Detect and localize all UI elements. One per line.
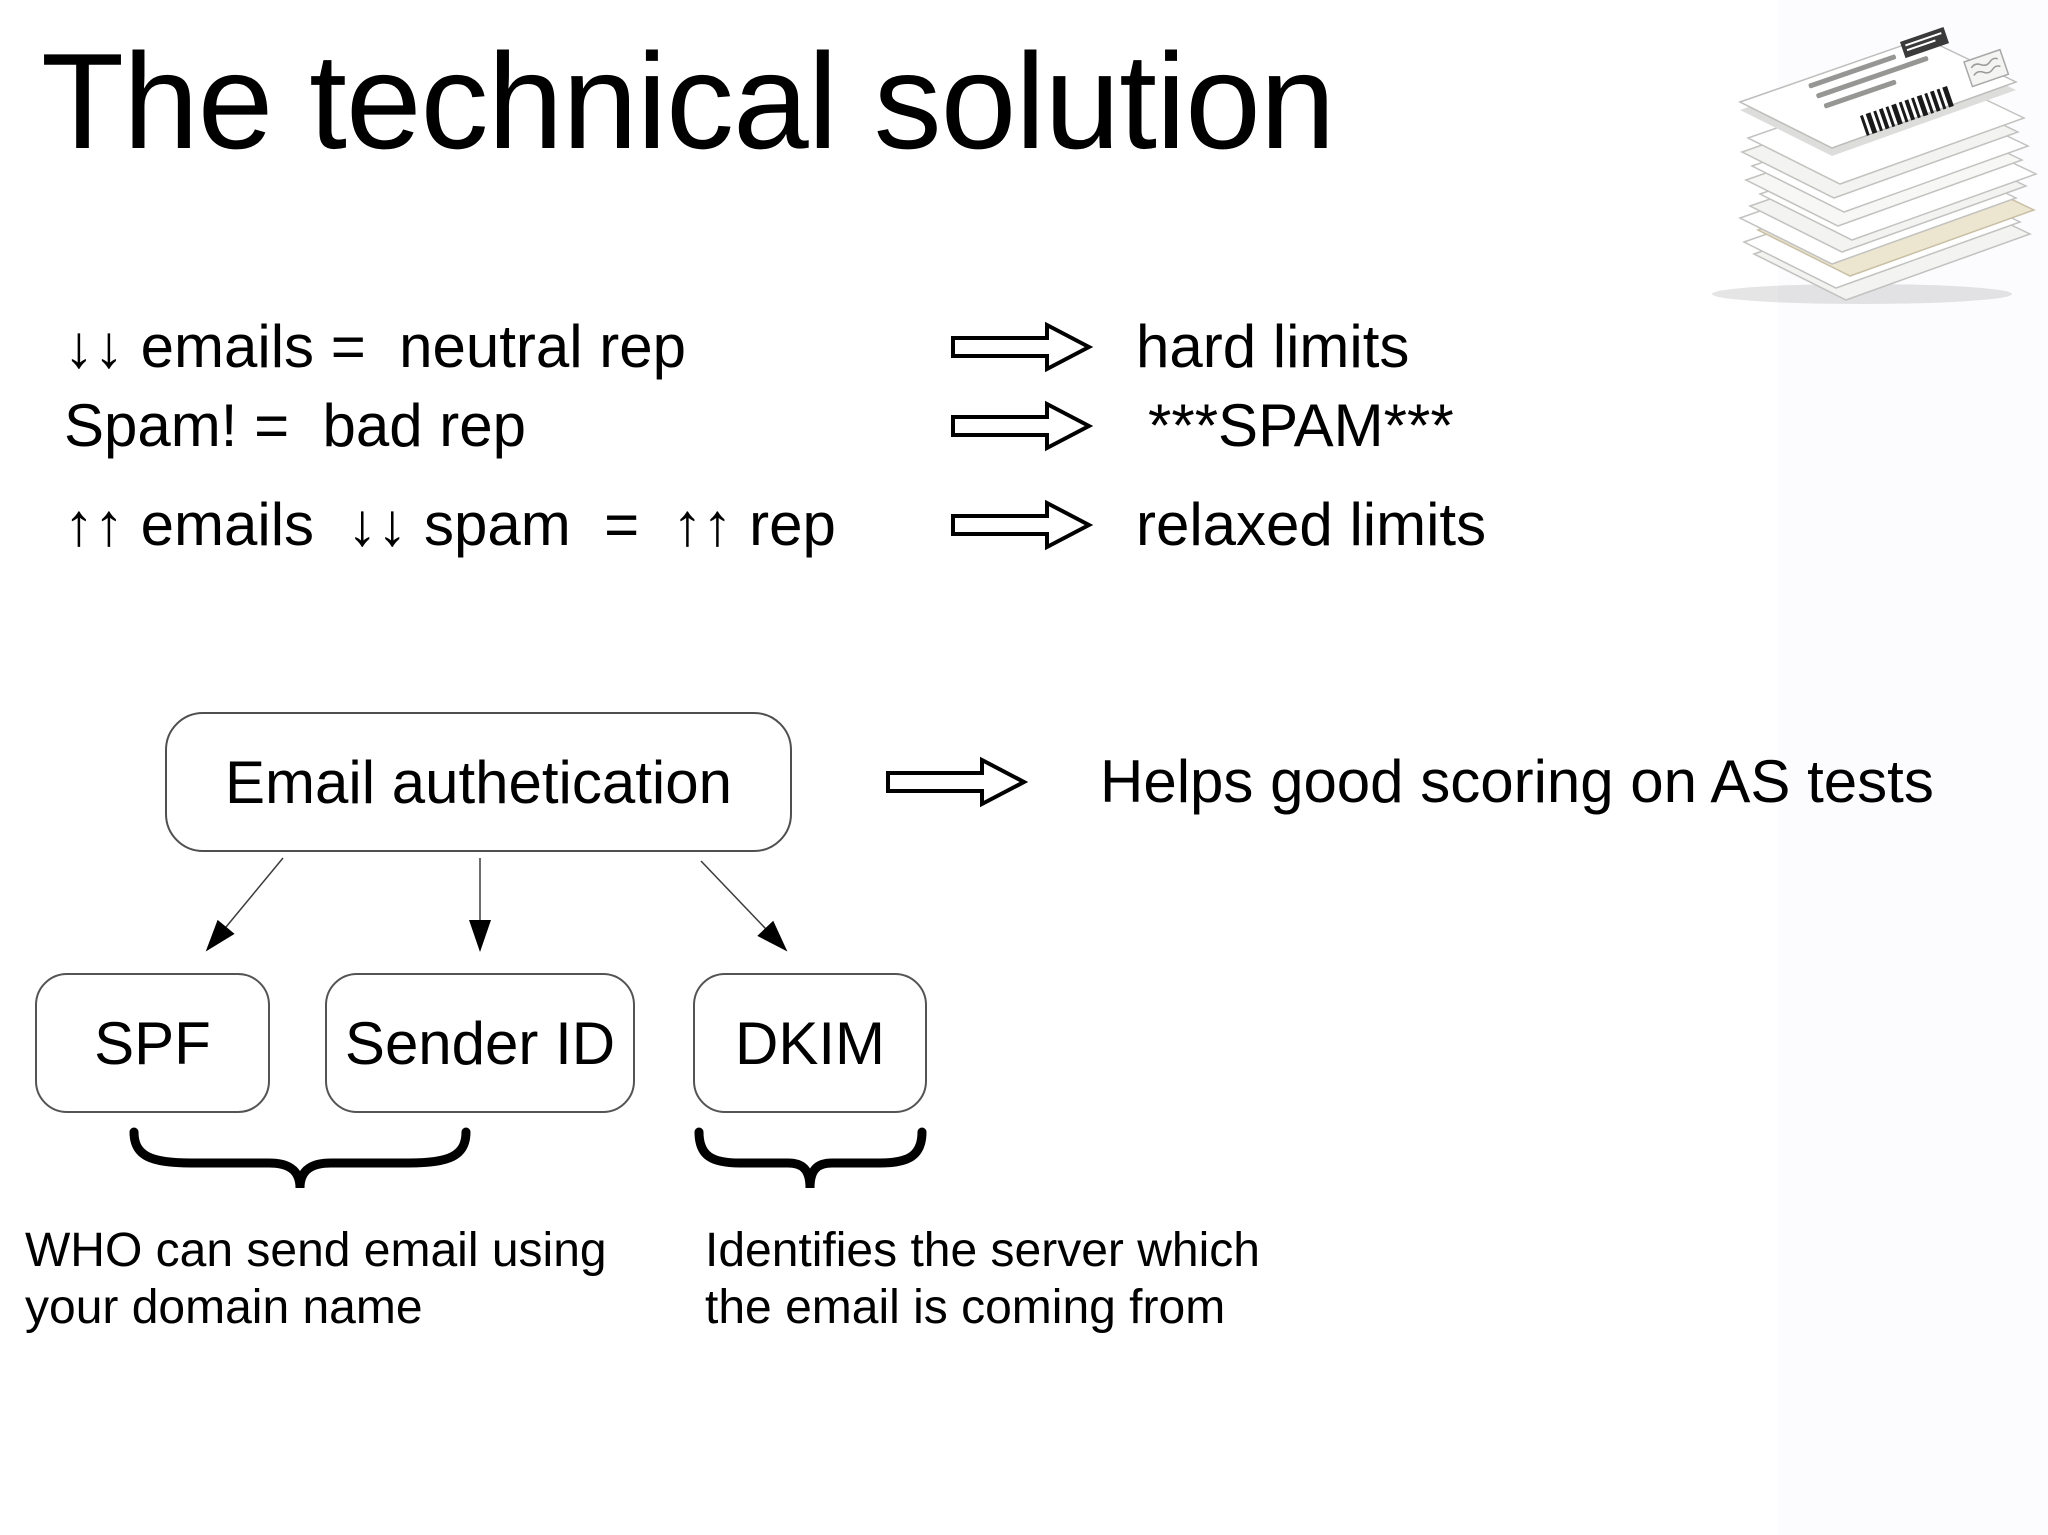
meter-mark (1900, 27, 1950, 59)
reputation-condition: ↑↑ emails ↓↓ spam = ↑↑ rep (64, 491, 836, 558)
block-arrow-right-icon (951, 400, 1093, 452)
reputation-result: relaxed limits (1136, 491, 1487, 558)
dkim-box: DKIM (693, 973, 927, 1113)
spf-label: SPF (94, 1009, 211, 1077)
reputation-row: ↑↑ emails ↓↓ spam = ↑↑ rep relaxed limit… (0, 488, 2048, 562)
sender-id-box: Sender ID (325, 973, 635, 1113)
connector-arrows (205, 857, 788, 952)
barcode (1860, 86, 1954, 136)
caption-line: Identifies the server which (705, 1224, 1260, 1277)
underbrace-dkim (694, 1127, 927, 1189)
address-lines (1808, 54, 1929, 109)
reputation-result: ***SPAM*** (1148, 392, 1454, 459)
authentication-result-text: Helps good scoring on AS tests (1100, 748, 1934, 815)
sender-id-label: Sender ID (344, 1009, 616, 1077)
page-title: The technical solution (41, 25, 1335, 177)
reputation-row: ↓↓ emails = neutral rep hard limits (0, 310, 2048, 384)
block-arrow-right-icon (951, 321, 1093, 373)
reputation-row: Spam! = bad rep ***SPAM*** (0, 389, 2048, 463)
connector-arrow-spf (205, 857, 284, 952)
reputation-condition: Spam! = bad rep (64, 392, 526, 459)
envelope-stack-image (1712, 27, 2038, 304)
top-envelope (1738, 27, 2018, 156)
caption-line: WHO can send email using (25, 1224, 607, 1277)
stamp (1963, 48, 2010, 88)
caption-dkim: Identifies the server which the email is… (705, 1222, 1260, 1336)
block-arrow-right-icon (951, 499, 1093, 551)
caption-line: the email is coming from (705, 1281, 1226, 1334)
underbrace-spf-senderid (129, 1127, 471, 1189)
connector-arrow-dkim (700, 860, 788, 952)
reputation-condition: ↓↓ emails = neutral rep (64, 313, 686, 380)
caption-line: your domain name (25, 1281, 423, 1334)
spf-box: SPF (35, 973, 270, 1113)
email-authentication-box: Email authetication (165, 712, 792, 852)
email-authentication-label: Email authetication (225, 748, 732, 816)
reputation-result: hard limits (1136, 313, 1410, 380)
caption-spf-senderid: WHO can send email using your domain nam… (25, 1222, 607, 1336)
dkim-label: DKIM (735, 1009, 885, 1077)
block-arrow-right-icon (886, 756, 1028, 808)
